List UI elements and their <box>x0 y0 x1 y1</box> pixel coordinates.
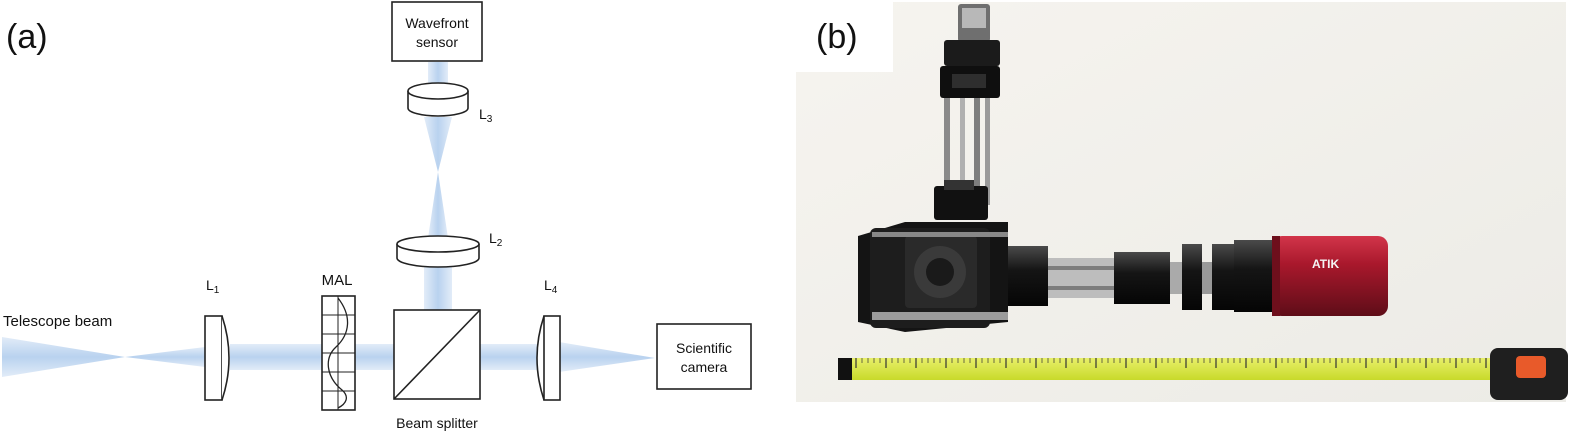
lens-l1-label: L1 <box>206 277 220 296</box>
lens-l1 <box>204 315 230 401</box>
sensor-beam-converging <box>428 172 448 238</box>
lens-l4-subscript: 4 <box>552 285 558 296</box>
horizontal-tube-assembly <box>1008 240 1274 312</box>
lens-l2-subscript: 2 <box>497 238 503 249</box>
scientific-camera-red <box>1272 236 1388 316</box>
camera-brand-text: ATIK <box>1312 257 1339 271</box>
scientific-camera-label-line1: Scientific <box>676 340 732 356</box>
optical-layout-diagram: (a) Wavefront sensor L3 L2 Beam splitter… <box>2 1 752 431</box>
sensor-beam-diverging <box>424 117 452 172</box>
wavefront-sensor-box <box>391 1 483 62</box>
collimated-beam-segment <box>230 344 395 370</box>
photo-background <box>796 2 1566 402</box>
lens-l3 <box>407 82 469 117</box>
lens-l4-label: L4 <box>544 277 558 296</box>
lens-l4 <box>536 315 561 401</box>
vertical-rail-assembly <box>934 4 1000 220</box>
wavefront-sensor-label-line1: Wavefront <box>405 15 468 31</box>
lens-l3-subscript: 3 <box>487 114 493 125</box>
telescope-beam-diverging <box>125 347 205 367</box>
camera-beam-converging <box>559 342 655 372</box>
lens-l2-label: L2 <box>489 230 503 249</box>
scientific-camera-label-line2: camera <box>681 359 728 375</box>
mal-label: MAL <box>322 272 353 289</box>
lens-l3-label: L3 <box>479 106 493 125</box>
measuring-tape <box>838 348 1568 400</box>
sensor-beam-segment <box>428 62 448 84</box>
panel-b-label: (b) <box>816 18 858 56</box>
beam-splitter-label: Beam splitter <box>396 415 478 431</box>
mal-element <box>321 295 356 411</box>
reflected-beam-segment <box>424 264 452 310</box>
telescope-beam-converging <box>2 337 125 377</box>
transmitted-beam-segment <box>479 344 539 370</box>
beam-splitter-mount <box>858 222 1008 332</box>
lens-l2 <box>396 235 480 268</box>
tape-ticks <box>855 358 1487 368</box>
wavefront-sensor-label-line2: sensor <box>416 34 458 50</box>
beam-splitter <box>393 309 481 400</box>
scientific-camera-box <box>656 323 752 390</box>
lens-l1-subscript: 1 <box>214 285 220 296</box>
telescope-beam-label: Telescope beam <box>3 313 112 330</box>
panel-a-label: (a) <box>6 18 48 56</box>
